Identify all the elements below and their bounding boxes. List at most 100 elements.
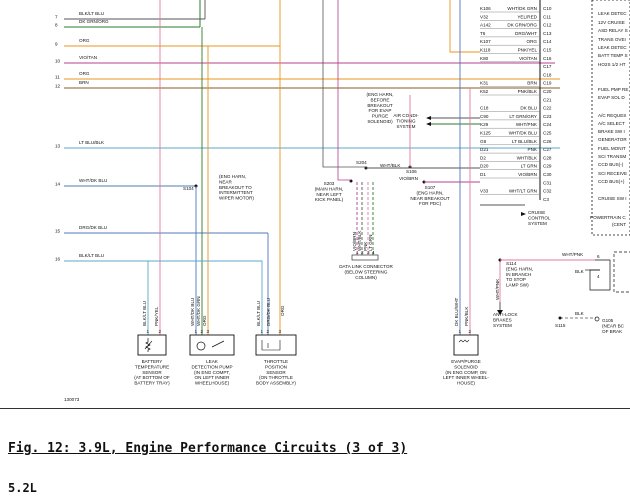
pcm-function-label: ASD RELAY S [598,28,628,33]
abs-arrow [497,310,503,315]
throttle-position-sensor-description: POSITION [265,364,287,369]
splice-s114-note: IN BRANCH [506,272,531,277]
pcm-function-label: BRAKE SW I [598,129,625,134]
left-wire-number: 9 [55,42,58,47]
solenoid-coil-symbol [458,339,470,343]
pcm-circuit-id: K52 [480,89,489,94]
section-heading: 5.2L [8,481,37,495]
left-wire-number: 14 [55,182,61,187]
left-wire-number: 16 [55,257,61,262]
abs-system-note: ANTI-LOCK [493,312,518,317]
evap-harness-note: SOLENOID) [367,119,393,124]
evap-purge-solenoid-description: SOLENOID [454,364,478,369]
pcm-pin-number: C26 [543,139,552,144]
splice-s115 [558,316,562,320]
splice-s107-note: NEAR BREAKOUT [410,196,450,201]
battery-temp-sensor-pin-number: 1 [147,329,150,334]
s104-location-note: (ENG HARN, [219,174,246,179]
dlc-wire-label: LT GRN [368,235,373,251]
ac-system-note: TIONING [396,118,416,123]
evap-purge-solenoid-pin-number: 2 [469,329,472,334]
pcm-pin-number: C22 [543,106,552,111]
left-wire-label: VIO/TAN [79,55,97,60]
ac-arrow-2 [426,122,431,126]
pump-motor-symbol [196,341,206,351]
leak-detection-pump-pin-number: 2 [201,329,204,334]
pcm-function-label: BATT TEMP S [598,53,628,58]
left-wire-number: 11 [55,75,60,80]
ground-g105-symbol [594,316,600,322]
leak-detection-pump-description: LEAK [206,359,219,364]
pcm-function-label: CCD BUS(-) [598,162,624,167]
pcm-function-label: EVAP SOL D [598,95,625,100]
pcm-circuit-id: K29 [480,122,489,127]
evap-harness-note: BREAKOUT [367,103,392,108]
s104-location-note: BREAKOUT TO [219,185,252,190]
ground-g105-note: OF BRAK [602,329,623,334]
pnk-blk-label: PNK/BLK [464,306,469,326]
splice-s203-note: S203 [324,181,335,186]
abs-module-outline [613,251,630,293]
evap-harness-note: (ENG HARN, [366,92,393,97]
evap-purge-solenoid-description: EVAP/PURGE [451,359,481,364]
pcm-wire-color: LT GRN [521,164,537,169]
tps-resistor-symbol [261,340,281,351]
evap-harness-note: BEFORE [371,97,390,102]
pcm-title: POWERTRAIN C [590,215,626,220]
splice-s203-note: (MAIN HARN, [315,186,344,191]
blk-label-1: BLK [575,269,585,274]
splice-s106-label: S106 [406,169,417,174]
pcm-circuit-id: T6 [480,31,486,36]
pcm-pin-number: C21 [543,97,552,102]
ac-system-note: SYSTEM [397,124,416,129]
left-wire-number: 7 [55,15,58,20]
ground-g105-note: (NEAR BC [602,323,625,328]
pcm-pin-number: C13 [543,31,552,36]
splice-s114-note: S114 [506,261,517,266]
abs-system-note: BRAKES [493,317,512,322]
pcm-wire-color: PNK [528,147,538,152]
abs-system-note: SYSTEM [493,323,512,328]
pcm-function-label: 12V CRUISE [598,20,625,25]
left-wire-label: LT BLU/BLK [79,140,105,145]
evap-purge-solenoid-description: HOUSE) [457,381,475,386]
vertical-wire-label: ORG [202,315,207,326]
pcm-wire-color: VIO/TAN [519,56,537,61]
battery-temp-sensor-description: BATTERY TRAY) [134,381,170,386]
leak-detection-pump-description: (IN ENG COMPT, [194,370,230,375]
splice-s107-note: (ENG HARN, [416,190,443,195]
pcm-function-label: FUEL MONIT [598,146,626,151]
vertical-wire-label: WHT/DK BLU [190,298,195,326]
pcm-pin-number: C12 [543,23,552,28]
left-wire-label: DK GRN/ORG [79,19,109,24]
pcm-circuit-id: G8 [480,139,487,144]
wht-blk-wire-label: WHT/BLK [380,163,401,168]
pcm-pin-number: C31 [543,180,552,185]
wire-to-s204 [322,0,366,168]
pcm-wire-color: BRN [527,81,537,86]
left-wire-label: BLK/LT BLU [79,253,104,258]
pcm-function-label: LEAK DETEC [598,45,627,50]
battery-temp-sensor-description: TEMPERATURE [135,364,169,369]
pcm-circuit-id: D20 [480,164,489,169]
s104-location-note: NEAR [219,179,232,184]
vertical-wire-label: WHT/DK GRN [196,296,201,326]
pcm-wire-color: ORG [527,39,538,44]
leak-detection-pump-pin-number: 3 [207,329,210,334]
pcm-pin-number: C18 [543,72,552,77]
dlc-pin-number: 3 [367,250,370,255]
vertical-wire-label: ORG [280,305,285,316]
evap-purge-solenoid-description: LEFT INNER WHEEL- [443,375,489,380]
pcm-pin-number: C20 [543,89,552,94]
pcm-circuit-id: V32 [480,14,489,19]
battery-temp-sensor-box [137,334,167,356]
left-wire-number: 15 [55,229,61,234]
wire-to-tps-1 [148,260,263,335]
pcm-circuit-id: K125 [480,131,491,136]
battery-temp-sensor-description: SENSOR [142,370,162,375]
pcm-circuit-id: K107 [480,39,491,44]
pcm-circuit-id: C18 [480,106,489,111]
dlc-wire-label: VIO/BRN [352,232,357,251]
